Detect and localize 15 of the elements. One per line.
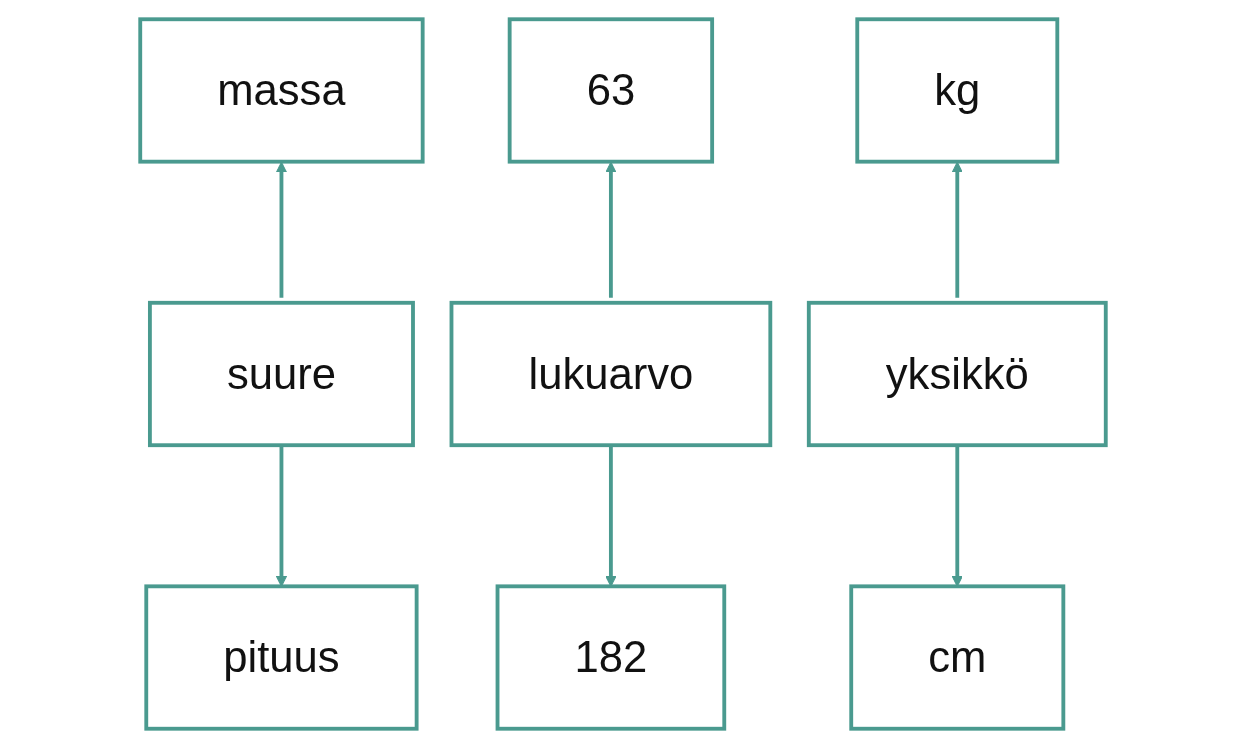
arrow bbox=[605, 445, 617, 587]
arrow bbox=[275, 161, 288, 298]
node-box: yksikkö bbox=[806, 300, 1108, 448]
node-box: 63 bbox=[507, 17, 715, 164]
arrow bbox=[951, 161, 963, 298]
node-box: 182 bbox=[495, 584, 727, 731]
node-box: cm bbox=[849, 584, 1066, 731]
node-box: lukuarvo bbox=[449, 300, 773, 448]
node-box: suure bbox=[148, 300, 415, 448]
arrow bbox=[951, 445, 963, 587]
arrow bbox=[275, 445, 288, 587]
node-box: massa bbox=[138, 17, 425, 164]
node-box: pituus bbox=[144, 584, 419, 731]
node-box: kg bbox=[855, 17, 1060, 164]
arrow bbox=[605, 161, 617, 298]
